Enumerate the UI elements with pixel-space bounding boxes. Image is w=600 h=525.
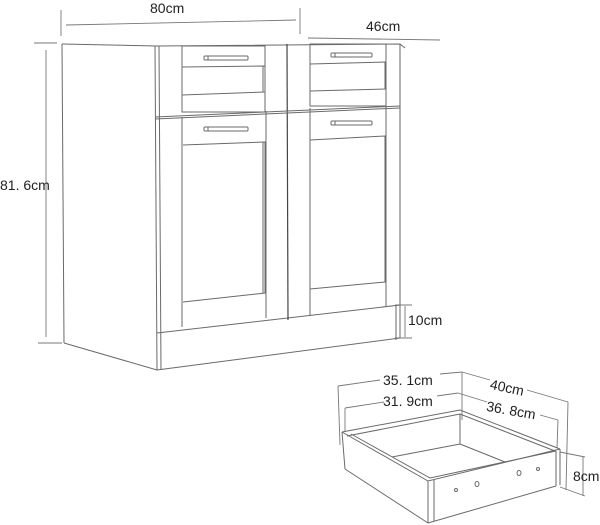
drawer-outer-width-label: 35. 1cm bbox=[383, 372, 433, 388]
cabinet-depth-label: 46cm bbox=[366, 18, 401, 34]
cabinet-height-label: 81. 6cm bbox=[0, 177, 50, 193]
right-door bbox=[309, 105, 387, 316]
plinth-height-label: 10cm bbox=[408, 312, 443, 328]
depth-dimension-line bbox=[307, 37, 441, 41]
drawer-inner-width-label: 31. 9cm bbox=[383, 393, 433, 409]
height-dimension-line bbox=[34, 42, 62, 344]
drawer-height-label: 8cm bbox=[573, 468, 600, 484]
left-drawer-front bbox=[181, 45, 266, 113]
cabinet-body bbox=[61, 43, 406, 371]
right-door-handle bbox=[330, 120, 373, 126]
drawer-front-holes bbox=[454, 467, 540, 492]
left-door bbox=[181, 111, 267, 327]
cabinet-width-label: 80cm bbox=[150, 0, 185, 16]
left-drawer-handle bbox=[203, 55, 249, 61]
right-drawer-front bbox=[309, 43, 387, 107]
right-drawer-handle bbox=[330, 52, 373, 58]
left-door-handle bbox=[203, 126, 249, 132]
drawer-dimension-lines bbox=[337, 371, 586, 497]
width-dimension-line bbox=[60, 8, 301, 36]
drawer-box bbox=[341, 409, 561, 524]
